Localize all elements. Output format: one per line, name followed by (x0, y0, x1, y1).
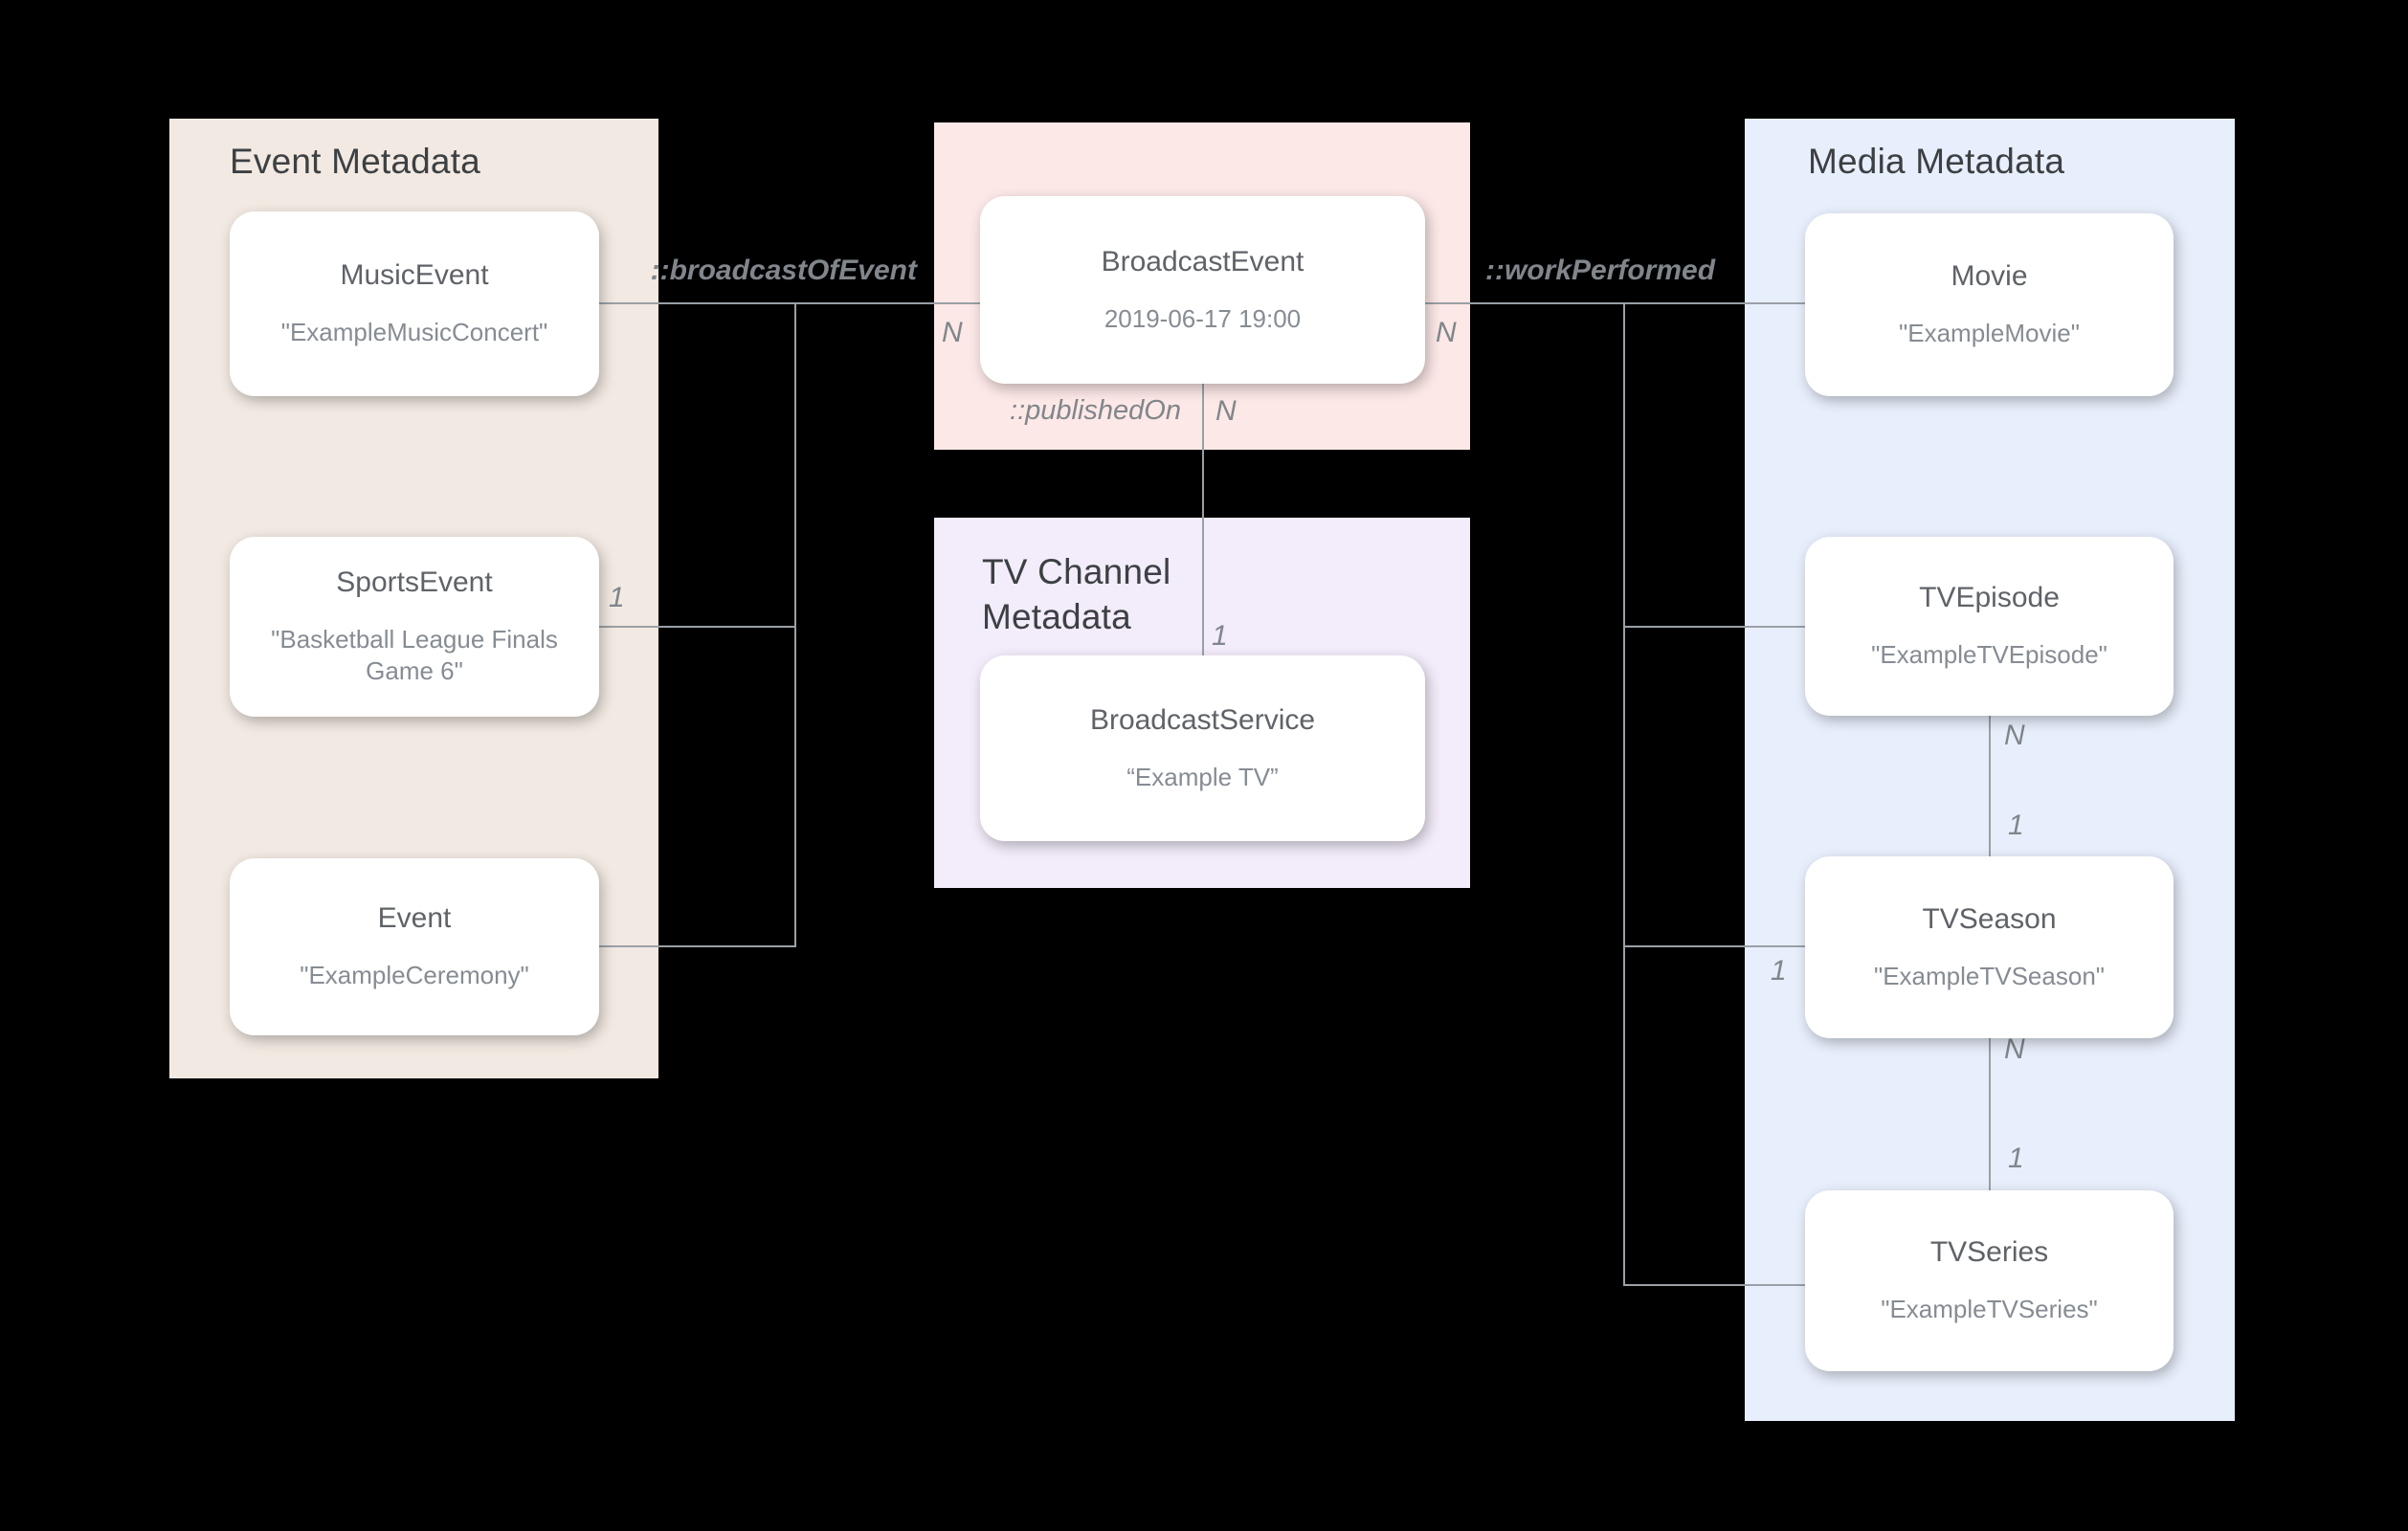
node-value: “Example TV” (1126, 762, 1279, 791)
node-value: "ExampleTVSeason" (1873, 961, 2106, 990)
node-title: TVSeries (1929, 1236, 2049, 1268)
node-event: Event "ExampleCeremony" (230, 858, 599, 1035)
connector-broadcastevent-movie (1425, 302, 1805, 304)
node-broadcast-event: BroadcastEvent 2019-06-17 19:00 (980, 196, 1425, 384)
node-value: "ExampleMovie" (1899, 319, 2080, 347)
node-movie: Movie "ExampleMovie" (1805, 213, 2174, 396)
cardinality-published-n: N (1215, 395, 1237, 427)
node-tv-season: TVSeason "ExampleTVSeason" (1805, 856, 2174, 1038)
node-title: TVSeason (1922, 902, 2057, 935)
media-metadata-title: Media Metadata (1808, 142, 2065, 181)
connector-sportsevent-branch (599, 626, 794, 628)
node-title: Movie (1951, 260, 2028, 292)
relation-published-on-label: ::publishedOn (1010, 395, 1181, 426)
connector-tvseason-branch (1623, 945, 1805, 947)
cardinality-sportsevent-1: 1 (609, 582, 625, 613)
connector-musicevent-broadcastevent (599, 302, 980, 304)
cardinality-season-series-n: N (2004, 1033, 2025, 1065)
node-value: "ExampleMusicConcert" (280, 318, 548, 346)
cardinality-published-1: 1 (1212, 620, 1228, 652)
cardinality-tvseason-branch-1: 1 (1771, 955, 1787, 987)
node-title: SportsEvent (336, 566, 493, 598)
tv-channel-metadata-title: TV Channel Metadata (982, 552, 1171, 636)
node-title: BroadcastEvent (1101, 245, 1304, 277)
node-title: Event (377, 902, 452, 934)
node-title: MusicEvent (340, 259, 489, 291)
connector-broadcastevent-broadcastservice (1202, 383, 1204, 656)
node-broadcast-service: BroadcastService “Example TV” (980, 655, 1425, 841)
connector-tvseries-branch (1623, 1284, 1805, 1286)
relation-work-performed-label: ::workPerformed (1485, 255, 1716, 286)
node-value: "ExampleCeremony" (300, 961, 529, 989)
connector-tvepisode-branch (1623, 626, 1805, 628)
node-value: 2019-06-17 19:00 (1104, 303, 1302, 333)
connector-right-trunk (1623, 302, 1625, 1286)
cardinality-episode-season-n: N (2004, 720, 2025, 751)
node-value: "ExampleTVEpisode" (1871, 640, 2107, 669)
connector-event-branch (599, 945, 794, 947)
relation-broadcast-of-event-label: ::broadcastOfEvent (650, 255, 917, 286)
node-title: TVEpisode (1919, 582, 2060, 613)
node-tv-episode: TVEpisode "ExampleTVEpisode" (1805, 537, 2174, 716)
event-metadata-title: Event Metadata (230, 142, 480, 181)
cardinality-episode-season-1: 1 (2008, 810, 2024, 841)
node-value: "Basketball League Finals Game 6" (271, 625, 558, 685)
connector-left-trunk (794, 302, 796, 947)
cardinality-season-series-1: 1 (2008, 1143, 2024, 1174)
cardinality-work-right-n: N (1436, 317, 1457, 348)
node-music-event: MusicEvent "ExampleMusicConcert" (230, 211, 599, 396)
node-value: "ExampleTVSeries" (1881, 1295, 2098, 1323)
connector-tvepisode-tvseason (1989, 716, 1991, 856)
cardinality-broadcast-left-n: N (942, 317, 963, 348)
connector-tvseason-tvseries (1989, 1038, 1991, 1190)
node-tv-series: TVSeries "ExampleTVSeries" (1805, 1190, 2174, 1371)
node-title: BroadcastService (1089, 703, 1316, 736)
node-sports-event: SportsEvent "Basketball League Finals Ga… (230, 537, 599, 717)
